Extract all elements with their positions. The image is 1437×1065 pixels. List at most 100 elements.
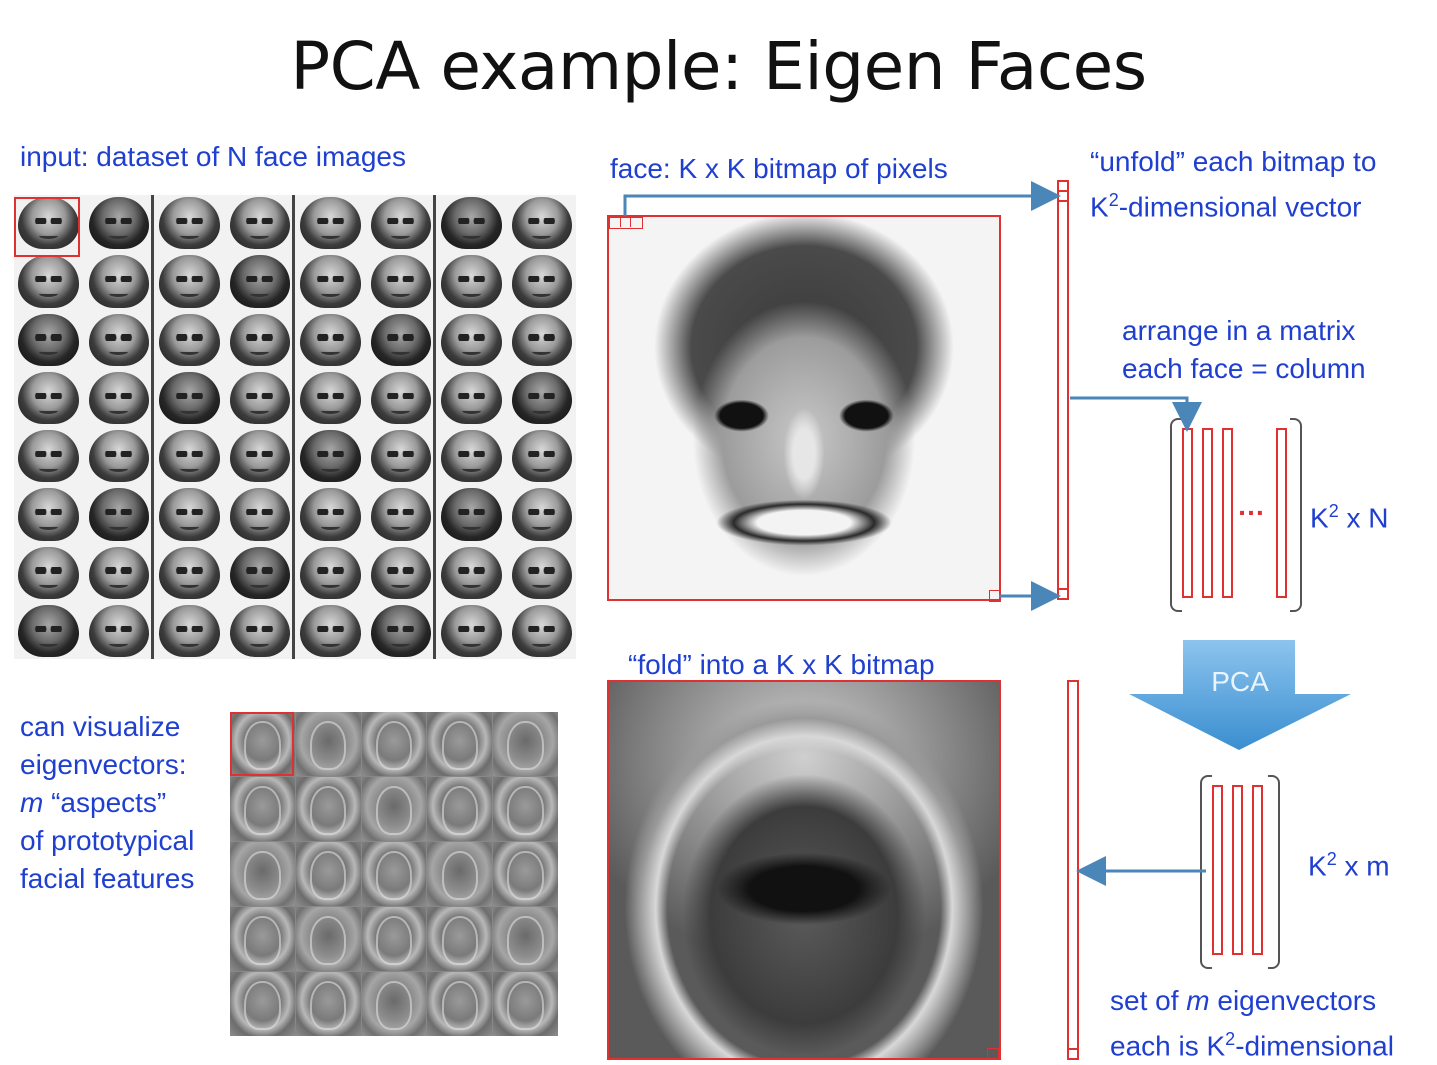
face-thumbnail [370,430,431,483]
eigenface-thumbnail [295,907,361,971]
face-thumbnail [511,488,572,541]
unfold-arrow-top [623,181,1061,216]
face-thumbnail [511,313,572,366]
matrix-column [1252,785,1263,955]
eigenface-thumbnail [493,842,558,906]
eigenface-thumbnail [361,907,427,971]
face-thumbnail [18,371,79,424]
matrix-size-label-n: K2 x N [1310,501,1389,534]
visualize-line-4: of prototypical [20,825,195,856]
face-bitmap-image [607,215,1001,601]
face-thumbnail [300,255,361,308]
eigenface-thumbnail [493,972,558,1036]
face-thumbnail [229,488,290,541]
face-thumbnail [441,255,502,308]
eigenface-thumbnail [427,712,493,776]
face-thumbnail [441,197,502,250]
face-thumbnail [441,604,502,657]
eigenface-thumbnail [361,777,427,841]
face-thumbnail [159,197,220,250]
eigenface-thumbnail [230,972,295,1036]
face-thumbnail [159,371,220,424]
face-thumbnail [229,371,290,424]
pca-arrow [1129,640,1351,750]
matrix-bracket-right [1290,418,1302,612]
face-thumbnail [159,313,220,366]
face-thumbnail [229,197,290,250]
grid-divider [433,195,436,659]
visualize-line-5: facial features [20,863,195,894]
unfold-line-1: “unfold” each bitmap to [1090,146,1377,177]
matrix-ellipsis: … [1237,490,1265,521]
face-bitmap-label: face: K x K bitmap of pixels [610,153,948,184]
face-thumbnail [229,255,290,308]
face-thumbnail [511,197,572,250]
eigenface-grid [230,712,558,1036]
matrix-bracket-right [1268,775,1280,969]
matrix-column [1202,428,1213,598]
face-thumbnail [159,255,220,308]
arrange-arrow [1070,396,1202,432]
face-thumbnail [229,430,290,483]
face-thumbnail [159,546,220,599]
pca-label: PCA [1211,666,1269,697]
face-thumbnail [88,430,149,483]
matrix-size-label-m: K2 x m [1308,849,1390,882]
face-thumbnail [300,313,361,366]
face-thumbnail [300,197,361,250]
face-thumbnail [88,313,149,366]
eigenface-thumbnail [295,842,361,906]
face-thumbnail [229,546,290,599]
eigenface-thumbnail [230,777,295,841]
face-thumbnail [300,488,361,541]
slide-title: PCA example: Eigen Faces [290,28,1147,105]
input-dataset-label: input: dataset of N face images [20,141,406,172]
face-thumbnail [88,546,149,599]
eigenface-thumbnail [230,907,295,971]
face-thumbnail [88,197,149,250]
face-thumbnail [18,313,79,366]
selected-eigenface-highlight [230,712,294,776]
face-thumbnail [18,255,79,308]
eigenface-thumbnail [493,712,558,776]
face-thumbnail [370,255,431,308]
face-thumbnail [159,488,220,541]
face-thumbnail [18,546,79,599]
visualize-line-2: eigenvectors: [20,749,187,780]
vector-divider [1057,588,1069,590]
eigenface-thumbnail [493,777,558,841]
unfolded-vector [1057,180,1069,600]
face-thumbnail [88,255,149,308]
eigenface-thumbnail [427,842,493,906]
face-thumbnail [511,604,572,657]
pixel-row-marker [609,217,643,229]
eigenvector-line-2: each is K2-dimensional [1110,1029,1394,1062]
eigenface-thumbnail [361,842,427,906]
arrange-line-2: each face = column [1122,353,1366,384]
pixel-divider [630,217,631,227]
face-thumbnail [18,488,79,541]
eigenface-thumbnail [493,907,558,971]
face-thumbnail [441,488,502,541]
matrix-column [1222,428,1233,598]
face-thumbnail [370,604,431,657]
eigenface-thumbnail [295,712,361,776]
face-thumbnail [370,371,431,424]
visualize-line-1: can visualize [20,711,181,742]
vector-divider [1057,200,1069,202]
unfold-caption: “unfold” each bitmap to K2-dimensional v… [1090,143,1376,226]
face-thumbnail [88,604,149,657]
eigenface-thumbnail [361,972,427,1036]
grid-divider [292,195,295,659]
face-thumbnail [159,430,220,483]
face-dataset-grid [14,195,576,659]
eigenface-thumbnail [230,842,295,906]
face-thumbnail [159,604,220,657]
face-thumbnail [300,430,361,483]
last-pixel-marker [987,1048,999,1060]
face-thumbnail [511,430,572,483]
matrix-column [1276,428,1287,598]
fold-label: “fold” into a K x K bitmap [628,649,935,680]
face-thumbnail [511,371,572,424]
